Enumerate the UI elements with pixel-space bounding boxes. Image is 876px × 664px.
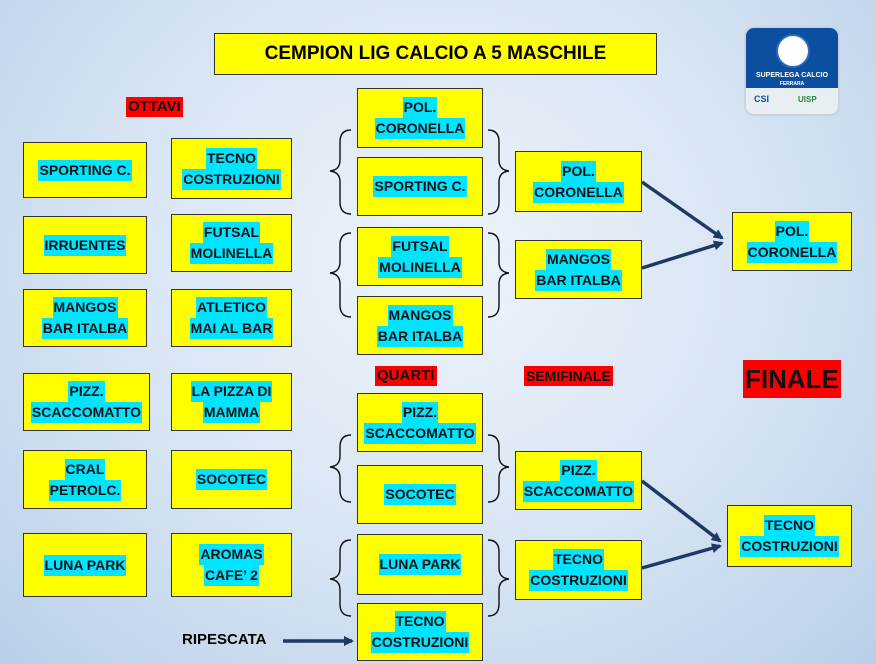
team-name: SCACCOMATTO	[364, 422, 476, 444]
team-name: FUTSAL	[202, 222, 261, 243]
bracket-left-1	[329, 129, 352, 215]
team-name: POL.	[561, 160, 596, 182]
team-name: FUTSAL	[391, 235, 449, 257]
team-name: PETROLC.	[48, 479, 122, 501]
team-name: COSTRUZIONI	[529, 570, 628, 591]
team-name: SCACCOMATTO	[522, 480, 635, 502]
ottavi-1-home: SPORTING C.	[23, 142, 147, 198]
bracket-right-2	[487, 232, 510, 318]
superlega-logo: SUPERLEGA CALCIO FERRARA CSI UISP	[744, 26, 840, 116]
team-name: CORONELLA	[533, 181, 624, 203]
quarti-label: QUARTI	[375, 366, 437, 386]
team-name: CAFE’ 2	[204, 565, 259, 586]
team-name: CRAL	[64, 458, 106, 480]
ottavi-5-away: SOCOTEC	[171, 450, 292, 509]
team-name: TECNO	[394, 611, 446, 632]
bracket-right-1	[487, 129, 510, 215]
team-name: MANGOS	[52, 297, 118, 318]
team-name: MAMMA	[202, 402, 261, 423]
team-name: PIZZ.	[560, 459, 597, 481]
team-name: PIZZ.	[401, 401, 439, 423]
arrow-semi1-final	[640, 180, 724, 240]
ripescata-label: RIPESCATA	[182, 631, 267, 648]
team-name: SPORTING C.	[38, 159, 132, 181]
team-name: MAI AL BAR	[189, 318, 274, 339]
ball-icon	[776, 34, 810, 68]
team-name: CORONELLA	[374, 118, 466, 139]
csi-logo: CSI	[754, 94, 770, 104]
team-name: COSTRUZIONI	[370, 632, 470, 653]
team-name: TECNO	[206, 147, 257, 169]
team-name: SCACCOMATTO	[30, 402, 143, 423]
ottavi-6-home: LUNA PARK	[23, 533, 147, 597]
bracket-left-3	[329, 434, 352, 503]
quarti-6: SOCOTEC	[357, 465, 483, 524]
team-name: COSTRUZIONI	[182, 168, 281, 190]
semifinale-3: PIZZ.SCACCOMATTO	[515, 451, 642, 510]
team-name: MOLINELLA	[189, 243, 274, 264]
team-name: MOLINELLA	[378, 256, 462, 278]
team-name: MANGOS	[546, 248, 611, 270]
finale-label: FINALE	[743, 360, 841, 398]
quarti-2: SPORTING C.	[357, 157, 483, 216]
arrow-semi4-final	[641, 543, 722, 570]
bracket-right-3	[487, 434, 510, 503]
team-name: SOCOTEC	[195, 469, 268, 490]
team-name: SPORTING C.	[373, 176, 467, 197]
quarti-5: PIZZ.SCACCOMATTO	[357, 393, 483, 452]
quarti-7: LUNA PARK	[357, 534, 483, 595]
team-name: BAR ITALBA	[41, 318, 129, 339]
semifinale-1: POL.CORONELLA	[515, 151, 642, 212]
arrow-semi2-final	[641, 240, 724, 270]
bracket-left-4	[329, 539, 352, 617]
bracket-right-4	[487, 539, 510, 617]
team-name: LA PIZZA DI	[190, 381, 273, 402]
team-name: POL.	[774, 220, 810, 242]
quarti-1: POL.CORONELLA	[357, 88, 483, 148]
team-name: COSTRUZIONI	[740, 536, 839, 557]
team-name: BAR ITALBA	[535, 269, 622, 291]
team-name: MANGOS	[387, 304, 453, 326]
uisp-logo: UISP	[798, 95, 817, 104]
ottavi-4-home: PIZZ.SCACCOMATTO	[23, 373, 150, 431]
team-name: TECNO	[553, 549, 604, 570]
logo-line2: FERRARA	[779, 81, 805, 87]
ottavi-label: OTTAVI	[126, 97, 183, 117]
team-name: PIZZ.	[68, 381, 105, 402]
team-name: ATLETICO	[196, 297, 267, 318]
team-name: BAR ITALBA	[376, 325, 464, 347]
finale-1: POL.CORONELLA	[732, 212, 852, 271]
page-title: CEMPION LIG CALCIO A 5 MASCHILE	[214, 33, 657, 75]
ottavi-2-home: IRRUENTES	[23, 216, 147, 274]
team-name: TECNO	[764, 515, 815, 536]
team-name: CORONELLA	[746, 241, 838, 263]
team-name: LUNA PARK	[378, 554, 462, 575]
team-name: SOCOTEC	[384, 484, 456, 505]
bracket-left-2	[329, 232, 352, 318]
team-name: POL.	[402, 97, 438, 118]
semifinale-label: SEMIFINALE	[524, 366, 613, 386]
team-name: LUNA PARK	[43, 554, 127, 576]
arrow-semi3-final	[640, 479, 722, 543]
team-name: AROMAS	[199, 544, 264, 565]
team-name: IRRUENTES	[43, 234, 127, 256]
logo-line1: SUPERLEGA CALCIO	[755, 72, 829, 79]
